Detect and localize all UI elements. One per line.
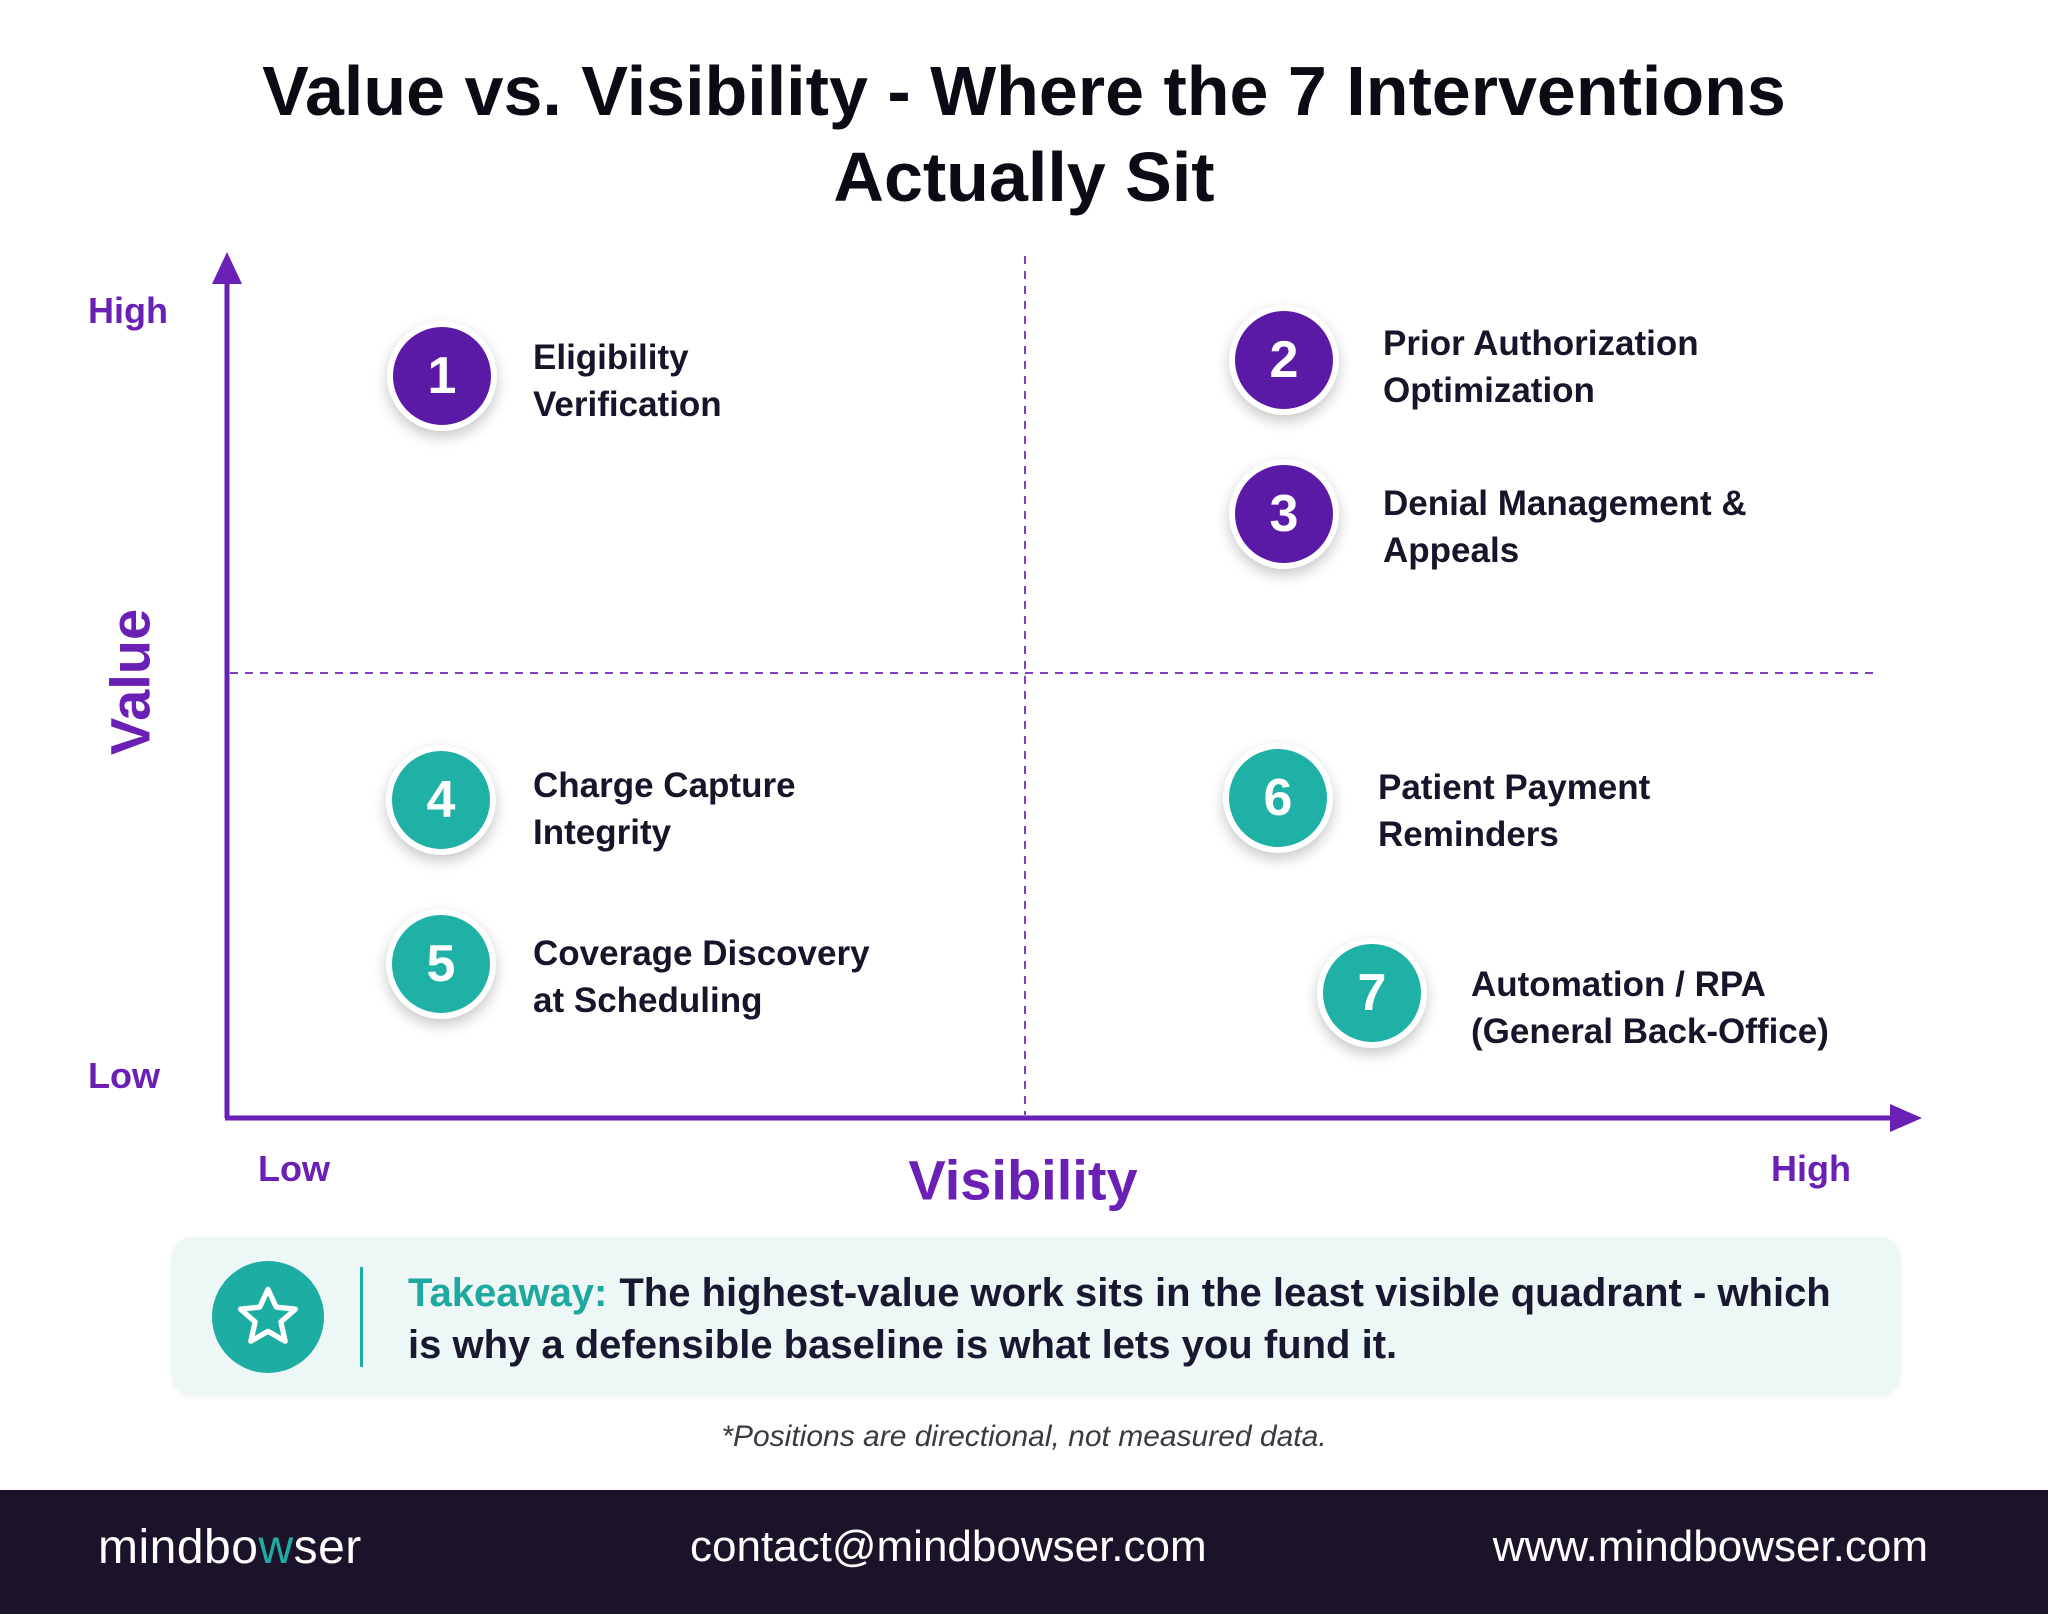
intervention-label-line1: Charge Capture bbox=[533, 766, 796, 805]
brand-accent: w bbox=[258, 1521, 294, 1574]
y-axis-arrow bbox=[212, 252, 242, 284]
x-axis-title: Visibility bbox=[908, 1148, 1138, 1212]
title-line-2: Actually Sit bbox=[833, 138, 1215, 216]
website-link[interactable]: www.mindbowser.com bbox=[1492, 1522, 1928, 1571]
takeaway-callout: Takeaway:The highest-value work sits in … bbox=[172, 1237, 1900, 1395]
intervention-label: Coverage Discovery at Scheduling bbox=[533, 930, 870, 1024]
y-low-label: Low bbox=[88, 1055, 160, 1096]
footnote: *Positions are directional, not measured… bbox=[721, 1420, 1327, 1453]
brand-logo: mindbowser bbox=[98, 1520, 362, 1575]
title-line-1: Value vs. Visibility - Where the 7 Inter… bbox=[262, 52, 1786, 130]
takeaway-body: The highest-value work sits in the least… bbox=[408, 1271, 1831, 1367]
intervention-label: Prior Authorization Optimization bbox=[1383, 320, 1699, 414]
contact-email-link[interactable]: contact@mindbowser.com bbox=[690, 1522, 1207, 1571]
intervention-label-line2: Reminders bbox=[1378, 815, 1559, 854]
intervention-label-line1: Patient Payment bbox=[1378, 768, 1651, 807]
takeaway-text: Takeaway:The highest-value work sits in … bbox=[408, 1267, 1848, 1371]
number-badge: 1 bbox=[387, 321, 497, 431]
intervention-label-line2: Verification bbox=[533, 385, 722, 424]
intervention-label: Patient Payment Reminders bbox=[1378, 764, 1650, 858]
intervention-label: Automation / RPA (General Back-Office) bbox=[1471, 961, 1829, 1055]
intervention-label-line1: Denial Management & bbox=[1383, 484, 1747, 523]
intervention-label-line1: Eligibility bbox=[533, 338, 689, 377]
number-badge: 7 bbox=[1317, 938, 1427, 1048]
y-high-label: High bbox=[88, 290, 168, 331]
number-badge: 3 bbox=[1229, 459, 1339, 569]
quadrant-plot bbox=[212, 252, 1922, 1132]
star-icon bbox=[212, 1261, 324, 1373]
brand-suffix: ser bbox=[293, 1521, 362, 1574]
number-badge: 4 bbox=[386, 745, 496, 855]
y-axis-title: Value bbox=[98, 608, 162, 756]
intervention-label: Eligibility Verification bbox=[533, 334, 722, 428]
takeaway-lead: Takeaway: bbox=[408, 1271, 608, 1315]
intervention-label-line2: Appeals bbox=[1383, 531, 1520, 570]
page-title: Value vs. Visibility - Where the 7 Inter… bbox=[0, 48, 2048, 220]
number-badge: 5 bbox=[386, 909, 496, 1019]
intervention-label-line2: at Scheduling bbox=[533, 981, 763, 1020]
footer-bar: mindbowser contact@mindbowser.com www.mi… bbox=[0, 1490, 2048, 1614]
number-badge: 2 bbox=[1229, 305, 1339, 415]
intervention-label-line2: Integrity bbox=[533, 813, 672, 852]
x-axis-arrow bbox=[1890, 1104, 1922, 1132]
intervention-label-line2: Optimization bbox=[1383, 371, 1595, 410]
intervention-label-line2: (General Back-Office) bbox=[1471, 1012, 1829, 1051]
number-badge: 6 bbox=[1223, 743, 1333, 853]
intervention-label-line1: Automation / RPA bbox=[1471, 965, 1766, 1004]
intervention-label: Charge Capture Integrity bbox=[533, 762, 796, 856]
brand-prefix: mindbo bbox=[98, 1521, 259, 1574]
intervention-label-line1: Prior Authorization bbox=[1383, 324, 1699, 363]
intervention-label-line1: Coverage Discovery bbox=[533, 934, 870, 973]
x-high-label: High bbox=[1771, 1148, 1851, 1189]
intervention-label: Denial Management & Appeals bbox=[1383, 480, 1747, 574]
takeaway-divider bbox=[360, 1267, 363, 1367]
x-low-label: Low bbox=[258, 1148, 330, 1189]
